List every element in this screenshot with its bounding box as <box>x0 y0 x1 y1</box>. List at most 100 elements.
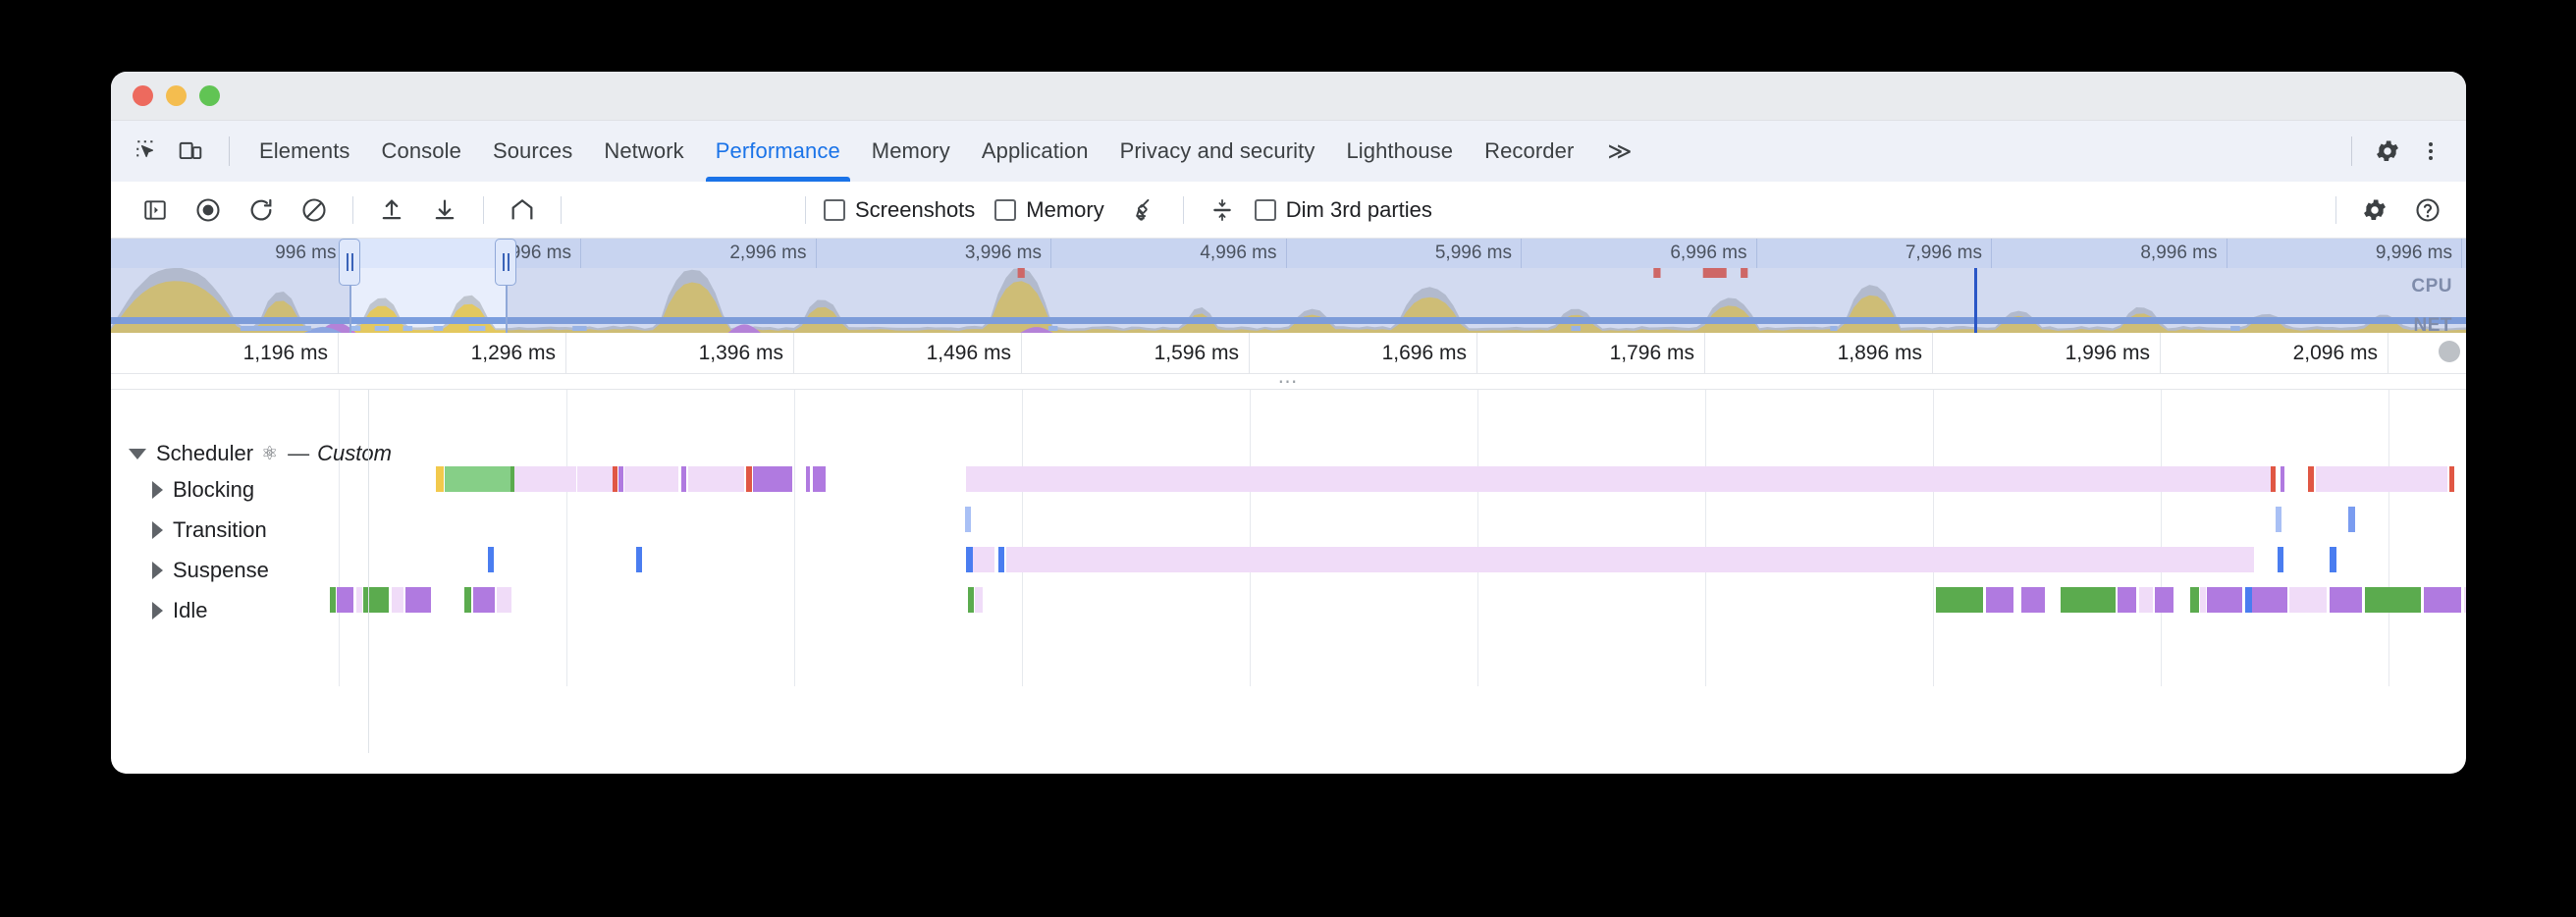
track-suspense[interactable]: Suspense <box>152 558 269 583</box>
flame-bar[interactable] <box>965 466 2271 492</box>
flame-bar[interactable] <box>2329 587 2363 613</box>
tab-performance[interactable]: Performance <box>700 121 856 182</box>
flame-bar[interactable] <box>2251 587 2287 613</box>
flame-bar[interactable] <box>2364 587 2422 613</box>
dim-3rd-parties-checkbox[interactable]: Dim 3rd parties <box>1254 197 1432 223</box>
horizontal-scroll-thumb[interactable] <box>2439 341 2460 362</box>
flame-bar[interactable] <box>2207 587 2243 613</box>
flame-bar[interactable] <box>973 547 994 572</box>
flame-bar[interactable] <box>2270 466 2277 492</box>
flame-bar[interactable] <box>812 466 827 492</box>
download-profile-icon[interactable] <box>423 189 466 232</box>
flame-bar[interactable] <box>577 466 613 492</box>
flame-bar[interactable] <box>404 587 432 613</box>
flame-bar[interactable] <box>473 587 495 613</box>
chevron-down-icon[interactable] <box>129 448 146 459</box>
flame-bar[interactable] <box>1985 587 2014 613</box>
track-group-scheduler[interactable]: Scheduler ⚛ — Custom <box>129 441 392 466</box>
broom-icon[interactable] <box>1123 189 1166 232</box>
gear-icon[interactable] <box>2366 130 2409 173</box>
kebab-menu-icon[interactable] <box>2409 130 2452 173</box>
overview-window-left-edge[interactable] <box>349 239 351 333</box>
overview-handle-left[interactable] <box>339 239 360 286</box>
tab-elements[interactable]: Elements <box>243 121 366 182</box>
flame-bar[interactable] <box>618 466 623 492</box>
flame-bar[interactable] <box>2275 507 2281 532</box>
resizer-handle[interactable]: ⋯ <box>111 371 2466 393</box>
tab-console[interactable]: Console <box>366 121 477 182</box>
flame-bar[interactable] <box>2138 587 2153 613</box>
flame-chart[interactable]: Scheduler ⚛ — Custom Blocking Transition… <box>111 390 2466 753</box>
flame-bar[interactable] <box>510 466 515 492</box>
chevron-right-icon[interactable] <box>152 602 163 620</box>
flame-bar[interactable] <box>2308 466 2314 492</box>
flame-bar[interactable] <box>2315 466 2447 492</box>
track-transition[interactable]: Transition <box>152 517 267 543</box>
flame-bar[interactable] <box>2244 587 2252 613</box>
track-idle[interactable]: Idle <box>152 598 207 623</box>
gear-icon[interactable] <box>2353 189 2396 232</box>
flame-bar[interactable] <box>2423 587 2462 613</box>
flame-bar[interactable] <box>436 466 445 492</box>
flame-bar[interactable] <box>975 587 983 613</box>
flame-bar[interactable] <box>2348 507 2356 532</box>
flame-bar[interactable] <box>2449 466 2455 492</box>
screenshots-checkbox[interactable]: Screenshots <box>824 197 975 223</box>
chevron-right-icon[interactable] <box>152 562 163 579</box>
flame-bar[interactable] <box>752 466 793 492</box>
flame-bar[interactable] <box>2199 587 2206 613</box>
flame-bar[interactable] <box>362 587 390 613</box>
tab-lighthouse[interactable]: Lighthouse <box>1330 121 1469 182</box>
memory-checkbox[interactable]: Memory <box>994 197 1104 223</box>
device-toolbar-icon[interactable] <box>172 133 209 170</box>
reload-and-record-icon[interactable] <box>240 189 283 232</box>
flame-bar[interactable] <box>2280 466 2285 492</box>
sidebar-toggle-icon[interactable] <box>134 189 177 232</box>
help-icon[interactable] <box>2406 189 2449 232</box>
flame-bar[interactable] <box>337 587 354 613</box>
overview-dim-right[interactable] <box>506 239 2466 333</box>
tab-privacy-and-security[interactable]: Privacy and security <box>1104 121 1331 182</box>
flame-bar[interactable] <box>2289 587 2328 613</box>
overview-time-marker[interactable] <box>1974 268 1977 333</box>
overview-handle-right[interactable] <box>495 239 516 286</box>
flame-bar[interactable] <box>2329 547 2337 572</box>
close-button[interactable] <box>133 85 153 106</box>
flame-bar[interactable] <box>2061 587 2116 613</box>
tab-memory[interactable]: Memory <box>856 121 966 182</box>
flame-bar[interactable] <box>1005 547 2255 572</box>
more-tabs-chevron-icon[interactable]: ≫ <box>1589 121 1649 182</box>
checkbox-box[interactable] <box>824 198 845 221</box>
clear-icon[interactable] <box>293 189 336 232</box>
tab-recorder[interactable]: Recorder <box>1469 121 1589 182</box>
flame-bar[interactable] <box>2278 547 2284 572</box>
flame-bar[interactable] <box>624 466 679 492</box>
flame-bar[interactable] <box>680 466 686 492</box>
zoom-button[interactable] <box>199 85 220 106</box>
tab-sources[interactable]: Sources <box>477 121 588 182</box>
flame-bar[interactable] <box>487 547 494 572</box>
inspect-element-icon[interactable] <box>129 133 166 170</box>
minimize-button[interactable] <box>166 85 187 106</box>
flame-bar[interactable] <box>2155 587 2174 613</box>
flame-bar[interactable] <box>805 466 811 492</box>
flame-bar[interactable] <box>391 587 403 613</box>
record-icon[interactable] <box>187 189 230 232</box>
flame-bar[interactable] <box>444 466 510 492</box>
checkbox-box[interactable] <box>994 198 1017 221</box>
home-icon[interactable] <box>501 189 544 232</box>
track-blocking[interactable]: Blocking <box>152 477 254 503</box>
upload-profile-icon[interactable] <box>370 189 413 232</box>
flame-bar[interactable] <box>1936 587 1984 613</box>
flame-bar[interactable] <box>968 587 975 613</box>
flame-bar[interactable] <box>2117 587 2137 613</box>
flame-bar[interactable] <box>636 547 642 572</box>
tab-network[interactable]: Network <box>588 121 699 182</box>
flame-bar[interactable] <box>2463 587 2466 613</box>
overview-dim-left[interactable] <box>111 239 349 333</box>
flame-bar[interactable] <box>998 547 1005 572</box>
flame-bar[interactable] <box>2020 587 2045 613</box>
flame-bar[interactable] <box>463 587 471 613</box>
collapse-arrows-icon[interactable] <box>1201 189 1244 232</box>
